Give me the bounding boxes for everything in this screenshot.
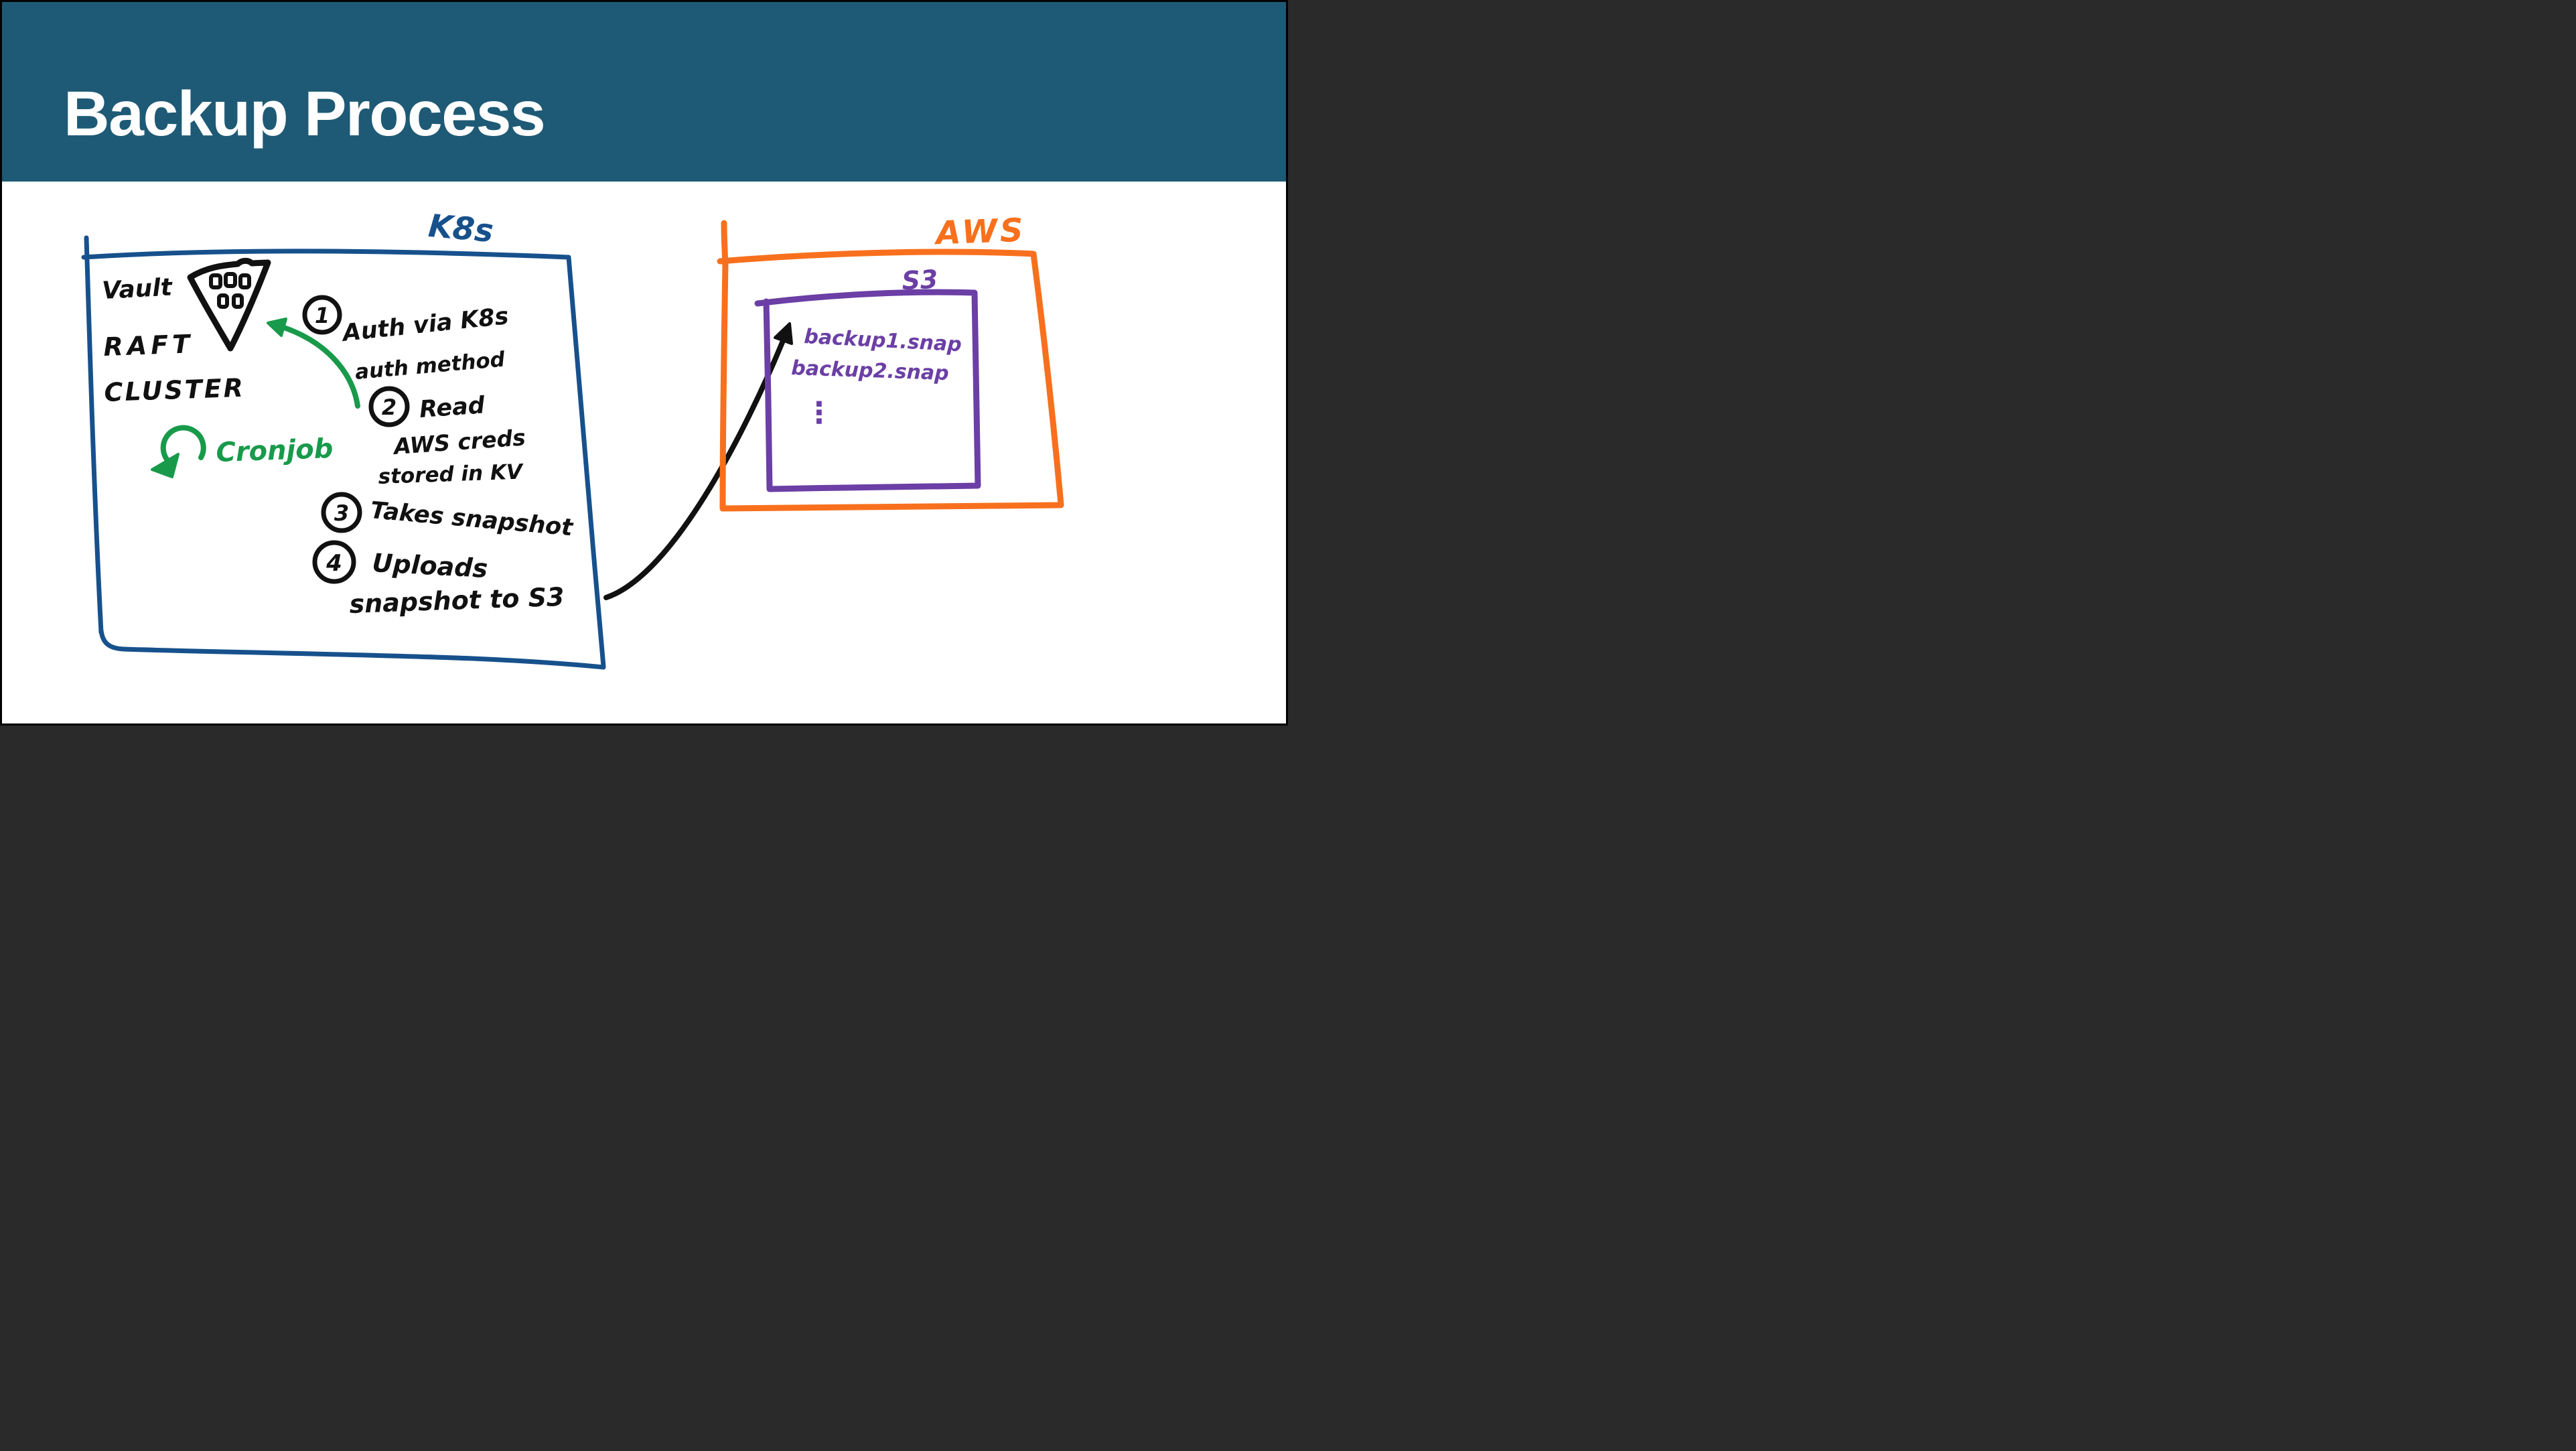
cronjob-label: Cronjob xyxy=(216,433,334,468)
k8s-box-label: K8s xyxy=(427,208,495,250)
step-1-text-line1: Auth via K8s xyxy=(340,303,510,347)
snapshot-upload-arrow xyxy=(603,322,793,600)
vault-raft-triangle-icon xyxy=(187,257,271,352)
slide-header: Backup Process xyxy=(2,2,1286,182)
step-1-text-line2: auth method xyxy=(354,347,506,384)
step-2-circle: 2 xyxy=(368,386,410,427)
step-4-text-line2: snapshot to S3 xyxy=(349,582,565,619)
vault-label-line3: CLUSTER xyxy=(104,373,246,407)
vault-label-line1: Vault xyxy=(101,273,173,305)
step-2-number: 2 xyxy=(382,395,397,420)
k8s-box xyxy=(81,235,606,670)
step-4-text-line1: Uploads xyxy=(372,548,489,583)
slide: Backup Process K8s Vault RAFT CLUSTER Cr… xyxy=(0,0,1288,726)
s3-more-files-ellipsis: ⋮ xyxy=(804,396,834,430)
aws-box xyxy=(717,220,1064,512)
s3-file-2: backup2.snap xyxy=(791,356,950,385)
page-title: Backup Process xyxy=(64,78,546,149)
step-2-text-line2: AWS creds xyxy=(391,424,526,460)
step-3-text-line1: Takes snapshot xyxy=(369,497,575,541)
step-1-number: 1 xyxy=(315,303,330,328)
cronjob-loop-arrow-icon xyxy=(151,425,206,478)
step-3-number: 3 xyxy=(334,500,349,526)
aws-box-label: AWS xyxy=(932,212,1026,253)
vault-label-line2: RAFT xyxy=(103,329,194,362)
cronjob-to-vault-arrow xyxy=(267,318,360,409)
step-4-number: 4 xyxy=(326,550,342,577)
s3-box xyxy=(754,289,981,492)
backup-process-diagram: K8s Vault RAFT CLUSTER Cronjob xyxy=(81,208,1064,670)
step-2-text-line1: Read xyxy=(419,392,486,423)
step-3-circle: 3 xyxy=(321,492,362,533)
step-1-circle: 1 xyxy=(302,295,342,335)
step-4-circle: 4 xyxy=(312,540,356,584)
s3-box-label: S3 xyxy=(901,265,938,296)
step-2-text-line3: stored in KV xyxy=(378,460,524,489)
s3-file-1: backup1.snap xyxy=(804,325,962,356)
